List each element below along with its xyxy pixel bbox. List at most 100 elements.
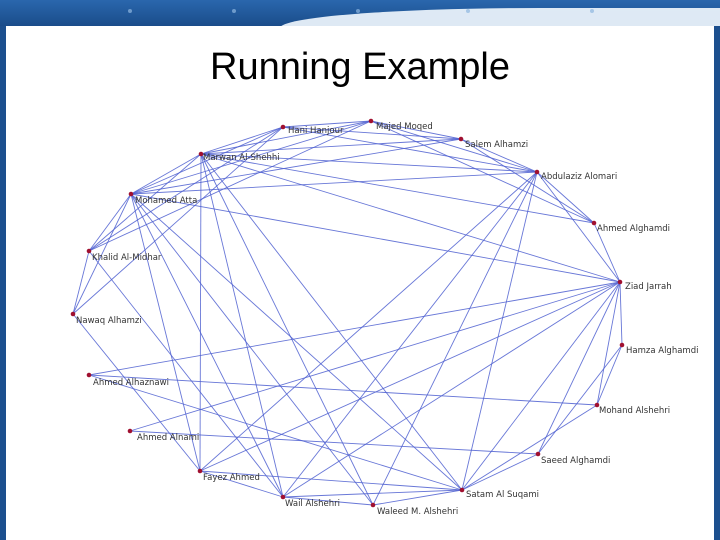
- edge-majed-marwan: [200, 120, 372, 155]
- edge-ziad-ahmedh: [88, 281, 621, 376]
- edge-ziad-mohamed: [130, 193, 621, 283]
- edge-saeed-satam: [461, 453, 539, 491]
- edge-salem-mohamed: [130, 138, 462, 195]
- node-dot: [459, 487, 465, 493]
- node-dot: [594, 402, 600, 408]
- edge-abdulaziz-marwan: [200, 153, 538, 173]
- node-hamza: Hamza Alghamdi: [619, 342, 698, 356]
- node-label: Mohand Alshehri: [599, 406, 670, 416]
- edge-nawaq-mohamed: [72, 193, 132, 315]
- edge-ahmedh-satam: [88, 374, 463, 491]
- edge-satam-mohamed: [130, 193, 463, 491]
- header-dot: [232, 9, 236, 13]
- node-label: Ahmed Alhaznawi: [93, 378, 169, 388]
- edge-abdulaziz-wail: [282, 171, 538, 498]
- node-dot: [86, 372, 92, 378]
- node-wail: Wail Alshehri: [280, 494, 340, 509]
- node-marwan: Marwan Al-Shehhi: [198, 151, 280, 163]
- node-label: Saeed Alghamdi: [541, 456, 610, 466]
- node-ahmedh: Ahmed Alhaznawi: [86, 372, 169, 388]
- edge-nawaq-khalid: [72, 250, 90, 315]
- node-label: Satam Al Suqami: [466, 490, 539, 500]
- slide-canvas: [6, 26, 714, 540]
- edge-satam-fayez: [199, 470, 463, 491]
- node-dot: [534, 169, 540, 175]
- edge-ziad-hamza: [619, 281, 623, 346]
- node-label: Khalid Al-Midhar: [92, 253, 162, 263]
- edge-khalid-marwan: [88, 153, 202, 252]
- edge-mohand-ahmedh: [88, 374, 598, 406]
- edge-abdulaziz-fayez: [199, 171, 538, 472]
- node-dot: [70, 311, 76, 317]
- slide-title: Running Example: [210, 46, 510, 88]
- edge-ziad-saeed: [537, 281, 621, 455]
- node-dot: [368, 118, 374, 124]
- edge-ziad-mohand: [596, 281, 621, 406]
- edge-mohand-satam: [461, 404, 598, 491]
- edge-satam-wail: [282, 489, 463, 498]
- edge-abdulaziz-mohamed: [130, 171, 538, 195]
- node-label: Salem Alhamzi: [465, 140, 528, 150]
- node-dot: [619, 342, 625, 348]
- node-label: Marwan Al-Shehhi: [203, 153, 280, 163]
- edge-majed-mohamed: [130, 120, 372, 195]
- edge-satam-waleed: [372, 489, 463, 506]
- node-label: Waleed M. Alshehri: [377, 507, 458, 517]
- node-label: Ahmed Alnami: [137, 433, 199, 443]
- edge-majed-ahmedg: [370, 120, 595, 224]
- edge-mohamed-marwan: [130, 153, 202, 195]
- edge-ahmedg-ziad: [593, 222, 621, 283]
- node-majed: Majed Moqed: [368, 118, 433, 132]
- edge-saeed-ahmedn: [129, 430, 539, 455]
- edge-waleed-mohamed: [130, 193, 374, 506]
- edge-hani-majed: [282, 120, 372, 128]
- node-mohand: Mohand Alshehri: [594, 402, 670, 416]
- edge-hamza-saeed: [537, 344, 623, 455]
- header-dot: [590, 9, 594, 13]
- edge-majed-salem: [370, 120, 462, 140]
- header-dot: [466, 9, 470, 13]
- edge-hamza-mohand: [596, 344, 623, 406]
- node-abdulaziz: Abdulaziz Alomari: [534, 169, 617, 182]
- edge-fayez-nawaq: [72, 313, 201, 472]
- node-ziad: Ziad Jarrah: [617, 279, 672, 292]
- edge-layer: [72, 120, 623, 506]
- header-wave-decoration: [280, 8, 720, 26]
- edge-ziad-satam: [461, 281, 621, 491]
- edge-hani-salem: [282, 126, 462, 140]
- node-label: Fayez Ahmed: [203, 473, 260, 483]
- header-dot: [356, 9, 360, 13]
- node-label: Nawaq Alhamzi: [76, 316, 142, 326]
- node-dot: [458, 136, 464, 142]
- edge-ahmedg-marwan: [200, 153, 595, 224]
- edge-wail-mohamed: [130, 193, 284, 498]
- edge-majed-abdulaziz: [370, 120, 538, 173]
- edge-abdulaziz-satam: [461, 171, 538, 491]
- node-label: Wail Alshehri: [285, 499, 340, 509]
- header-band: [0, 0, 720, 26]
- node-dot: [280, 494, 286, 500]
- edge-hani-marwan: [200, 126, 284, 155]
- edge-wail-khalid: [88, 250, 284, 498]
- node-dot: [280, 124, 286, 130]
- edge-abdulaziz-waleed: [372, 171, 538, 506]
- node-dot: [617, 279, 623, 285]
- edge-hani-mohamed: [130, 126, 284, 195]
- node-ahmedn: Ahmed Alnami: [127, 428, 199, 443]
- edge-fayez-mohamed: [130, 193, 201, 472]
- node-satam: Satam Al Suqami: [459, 487, 539, 500]
- node-label: Ziad Jarrah: [625, 282, 672, 292]
- node-salem: Salem Alhamzi: [458, 136, 528, 150]
- node-dot: [198, 151, 204, 157]
- edge-majed-khalid: [88, 120, 372, 252]
- node-label: Mohamed Atta: [135, 196, 197, 206]
- edge-satam-marwan: [200, 153, 463, 491]
- edge-abdulaziz-ziad: [536, 171, 621, 283]
- edge-waleed-marwan: [200, 153, 374, 506]
- node-khalid: Khalid Al-Midhar: [86, 248, 162, 263]
- edge-fayez-marwan: [199, 153, 202, 472]
- node-dot: [535, 451, 541, 457]
- edge-khalid-mohamed: [88, 193, 132, 252]
- node-dot: [370, 502, 376, 508]
